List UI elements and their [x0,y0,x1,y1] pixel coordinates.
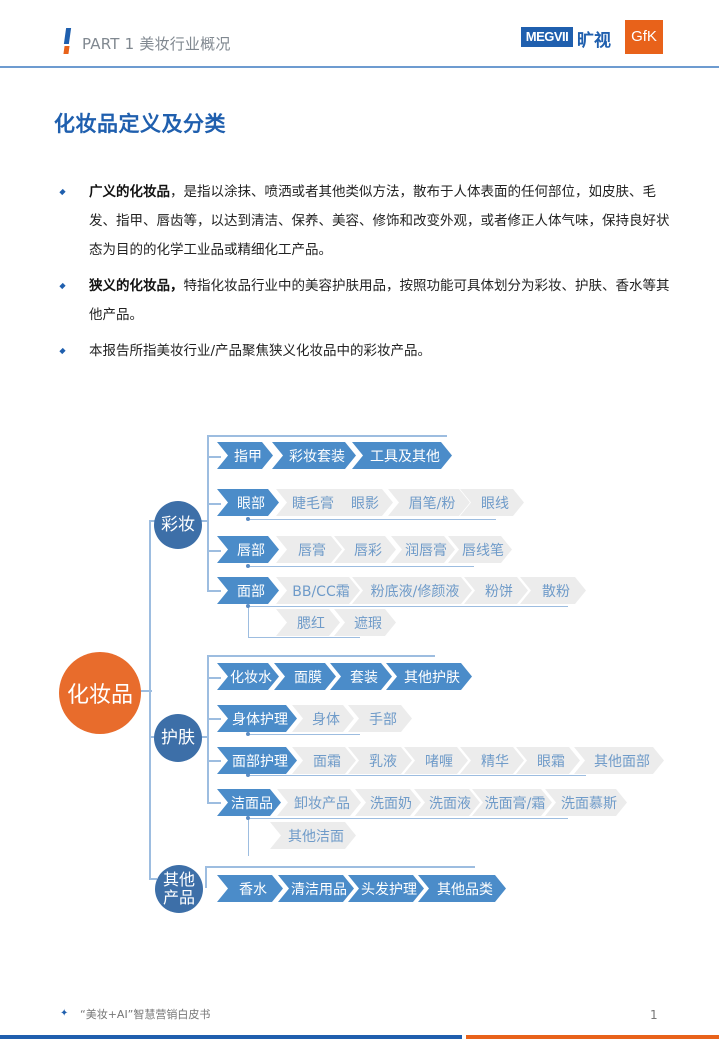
connector-line [200,736,209,738]
connector-line [207,550,221,552]
connector-line [207,802,221,804]
chevron-facial-cream-cleanser: 洗面膏/霜 [472,789,552,816]
chevron-brow: 眉笔/粉 [388,489,470,516]
chevron-makeup-set: 彩妆套装 [272,442,356,469]
chevron-other-categories: 其他品类 [418,875,506,902]
connector-line [248,734,360,735]
chevron-hair-care: 头发护理 [348,875,424,902]
connector-line [248,566,474,567]
chevron-pressed-powder: 粉饼 [464,577,528,604]
connector-line [149,520,151,880]
connector-line [140,690,152,692]
chevron-face-cream: 面霜 [292,747,356,774]
chevron-lip-gloss: 唇彩 [334,536,396,563]
connector-line [207,503,221,505]
chevron-hands: 手部 [348,705,412,732]
chevron-other-skincare: 其他护肤 [386,663,472,690]
chevron-facial-liquid: 洗面液 [414,789,480,816]
root-node-cosmetics: 化妆品 [59,652,141,734]
chevron-eyeliner: 眼线 [460,489,524,516]
chevron-lotion: 乳液 [348,747,412,774]
kuangshi-logo: 旷视 [577,31,611,51]
footer-publication-title: “美妆+AI”智慧营销白皮书 [80,1008,211,1021]
chevron-body-care: 身体护理 [217,705,297,732]
gfk-logo: GfK [625,20,663,54]
chevron-serum: 精华 [460,747,524,774]
chevron-face: 面部 [217,577,279,604]
footer-bar-orange [466,1035,719,1039]
connector-line [200,520,209,522]
category-node-makeup: 彩妆 [154,501,202,549]
header-divider [0,66,719,68]
chevron-facial-mousse: 洗面慕斯 [545,789,627,816]
megvii-logo: MEGVII [521,27,573,47]
bullet-term: 广义的化妆品 [89,184,170,200]
connector-line [207,456,221,458]
bullet-narrow-definition: 狭义的化妆品，特指化妆品行业中的美容护肤用品，按照功能可具体划分为彩妆、护肤、香… [56,272,676,330]
chevron-perfume: 香水 [217,875,283,902]
connector-line [248,637,360,638]
footer-star-icon: ✦ [60,1008,69,1019]
category-node-skincare: 护肤 [154,714,202,762]
section-title: PART 1 美妆行业概况 [82,35,231,53]
connector-line [248,519,496,520]
chevron-blush: 腮红 [276,609,340,636]
chevron-cleaning-products: 清洁用品 [278,875,354,902]
chevron-concealer: 遮瑕 [334,609,396,636]
connector-line [248,606,568,607]
connector-line [207,760,221,762]
chevron-lipstick: 唇膏 [276,536,342,563]
page-title: 化妆品定义及分类 [54,112,226,136]
chevron-lip-liner: 唇线笔 [448,536,512,563]
chevron-cleanser: 洁面品 [217,789,281,816]
connector-line [207,655,209,803]
chevron-mask: 面膜 [274,663,336,690]
chevron-face-care: 面部护理 [217,747,297,774]
connector-line [205,866,207,888]
chevron-nail: 指甲 [217,442,273,469]
connector-line [205,866,475,868]
chevron-toner: 化妆水 [217,663,279,690]
chevron-gel: 啫喱 [404,747,468,774]
chevron-mascara: 睫毛膏 [276,489,344,516]
chevron-skincare-set: 套装 [330,663,392,690]
category-node-other-products: 其他 产品 [155,865,203,913]
bullet-text: ，是指以涂抹、喷洒或者其他类似方法，散布于人体表面的任何部位，如皮肤、毛发、指甲… [89,184,670,258]
connector-line [207,435,209,592]
page-number: 1 [650,1008,658,1022]
chevron-foundation: 粉底液/修颜液 [352,577,472,604]
connector-line [207,677,221,679]
chevron-loose-powder: 散粉 [520,577,586,604]
bullet-broad-definition: 广义的化妆品，是指以涂抹、喷洒或者其他类似方法，散布于人体表面的任何部位，如皮肤… [56,178,676,265]
connector-line [207,435,447,437]
bullet-text: 本报告所指美妆行业/产品聚焦狭义化妆品中的彩妆产品。 [89,343,432,359]
chevron-other-cleanser: 其他洁面 [270,822,356,849]
connector-line [248,818,249,856]
connector-line [149,878,157,880]
footer-bar-blue [0,1035,462,1039]
chevron-bb-cc-cream: BB/CC霜 [276,577,360,604]
definition-list: 广义的化妆品，是指以涂抹、喷洒或者其他类似方法，散布于人体表面的任何部位，如皮肤… [56,178,676,373]
connector-line [248,818,568,819]
chevron-tools-other: 工具及其他 [352,442,452,469]
chevron-lip-balm: 润唇膏 [391,536,455,563]
connector-line [207,590,221,592]
chevron-lip: 唇部 [217,536,279,563]
bullet-report-scope: 本报告所指美妆行业/产品聚焦狭义化妆品中的彩妆产品。 [56,337,676,366]
bullet-text: 特指化妆品行业中的美容护肤用品，按照功能可具体划分为彩妆、护肤、香水等其他产品。 [89,278,670,323]
chevron-makeup-remover: 卸妆产品 [277,789,361,816]
connector-line [248,606,249,638]
connector-line [149,736,157,738]
chevron-facial-milk: 洗面奶 [355,789,421,816]
bullet-term: 狭义的化妆品， [89,278,184,294]
connector-line [207,718,221,720]
connector-line [207,655,435,657]
chevron-other-face: 其他面部 [574,747,664,774]
connector-line [149,520,157,522]
connector-line [248,775,586,776]
chevron-eye-cream: 眼霜 [516,747,580,774]
chevron-eye: 眼部 [217,489,279,516]
chevron-body: 身体 [292,705,354,732]
